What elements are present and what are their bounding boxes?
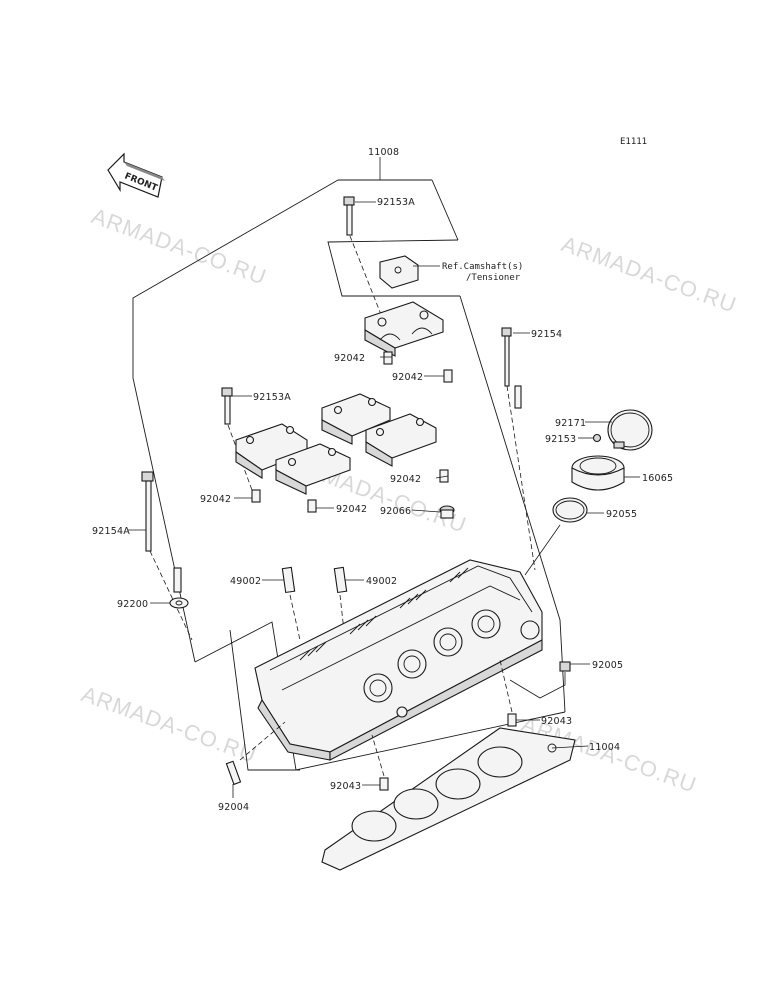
label-92153: 92153 [545,434,576,445]
label-92004: 92004 [218,802,249,813]
cam-cap-4 [275,443,351,495]
label-92154: 92154 [531,329,562,340]
cam-cap-3 [365,413,437,467]
label-92043-a: 92043 [541,716,572,727]
plug-92066 [439,505,455,519]
label-ref-tensioner: /Tensioner [466,273,521,283]
bolt-92154 [501,327,522,409]
label-92042-a: 92042 [334,353,365,364]
label-92154A: 92154A [92,526,130,537]
label-92153A-top: 92153A [377,197,415,208]
watermark-2: ARMADA-CO.RU [558,231,740,318]
bolt-92153A-top [343,196,355,236]
clamp-92171 [607,409,653,451]
dowel-92042-d [307,499,317,513]
washer-92200 [169,597,189,609]
label-92200: 92200 [117,599,148,610]
label-92042-d: 92042 [336,504,367,515]
cam-cap-upper [364,301,444,357]
label-92153A-mid: 92153A [253,392,291,403]
holder-16065 [571,455,625,491]
label-11008: 11008 [368,147,399,158]
dowel-92043-b [379,777,389,791]
label-92042-c: 92042 [200,494,231,505]
front-arrow-icon: FRONT [107,152,165,198]
diagram-code: E1111 [620,137,647,147]
cam-cap-1 [321,393,391,445]
cylinder-head [254,559,543,761]
guide-49002-a [281,566,296,594]
dowel-92042-b [443,369,453,383]
label-92005: 92005 [592,660,623,671]
bolt-92153A-mid [221,387,233,425]
bolt-92154A [141,471,182,593]
subframe-92004 [229,629,300,771]
watermark-4: ARMADA-CO.RU [78,681,260,768]
label-92043-b: 92043 [330,781,361,792]
stud-92004 [225,760,242,786]
screw-92153 [592,433,602,443]
dowel-92042-c [251,489,261,503]
guide-49002-b [333,566,348,594]
label-92042-b: 92042 [392,372,423,383]
watermark-1: ARMADA-CO.RU [88,203,270,290]
label-49002-b: 49002 [366,576,397,587]
fitting-92005 [559,661,571,672]
label-92171: 92171 [555,418,586,429]
label-ref-camshaft: Ref.Camshaft(s) [442,262,523,272]
head-gasket-11004 [321,727,576,871]
label-16065: 16065 [642,473,673,484]
label-11004: 11004 [589,742,620,753]
dowel-92042-a [383,351,393,365]
oring-92055 [552,497,588,523]
label-92055: 92055 [606,509,637,520]
label-92066: 92066 [380,506,411,517]
tensioner-bracket [379,255,419,289]
label-92042-e: 92042 [390,474,421,485]
label-49002-a: 49002 [230,576,261,587]
dowel-92043-a [507,713,517,727]
